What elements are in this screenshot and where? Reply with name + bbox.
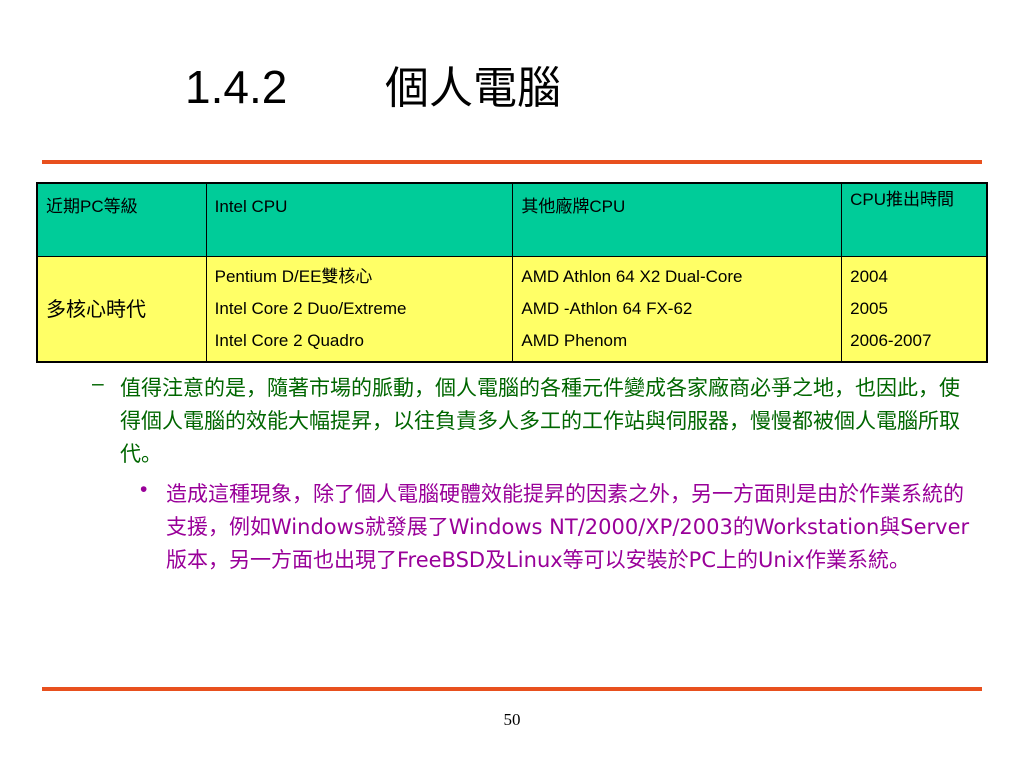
title-text: 個人電腦 [385,63,561,114]
other-cpu-item: AMD Athlon 64 X2 Dual-Core [521,267,743,286]
cpu-table: 近期PC等級 Intel CPU 其他廠牌CPU CPU推出時間 多核心時代 P… [36,182,988,363]
page-number: 50 [503,710,521,729]
header-other-cpu: 其他廠牌CPU [512,182,843,257]
header-pc-class: 近期PC等級 [36,182,207,257]
release-year-cell: 2004 2005 2006-2007 [841,256,988,363]
other-cpu-cell: AMD Athlon 64 X2 Dual-Core AMD -Athlon 6… [512,256,843,363]
slide-title: 1.4.2 個人電腦 [185,52,561,116]
bottom-divider [42,687,982,691]
intel-cpu-item: Intel Core 2 Duo/Extreme [214,299,407,318]
intel-cpu-cell: Pentium D/EE雙核心 Intel Core 2 Duo/Extreme… [205,256,514,363]
intel-cpu-item: Pentium D/EE雙核心 [214,267,373,286]
intel-cpu-item: Intel Core 2 Quadro [214,331,364,350]
era-label: 多核心時代 [36,256,207,363]
release-year: 2006-2007 [850,331,932,350]
level2-paragraph: 造成這種現象，除了個人電腦硬體效能提昇的因素之外，另一方面則是由於作業系統的支援… [166,482,970,572]
top-divider [42,160,982,164]
dot-bullet-marker: • [140,478,148,501]
level1-paragraph: 值得注意的是，隨著市場的脈動，個人電腦的各種元件變成各家廠商必爭之地，也因此，使… [120,376,960,466]
table-header-row: 近期PC等級 Intel CPU 其他廠牌CPU CPU推出時間 [36,182,988,257]
other-cpu-item: AMD Phenom [521,331,628,350]
table-row: 多核心時代 Pentium D/EE雙核心 Intel Core 2 Duo/E… [36,256,988,363]
other-cpu-item: AMD -Athlon 64 FX-62 [521,299,693,318]
header-release-time: CPU推出時間 [841,182,988,257]
release-year: 2005 [850,299,888,318]
title-number: 1.4.2 [185,61,288,113]
release-year: 2004 [850,267,888,286]
dash-bullet-marker: – [92,372,104,395]
header-intel-cpu: Intel CPU [205,182,514,257]
